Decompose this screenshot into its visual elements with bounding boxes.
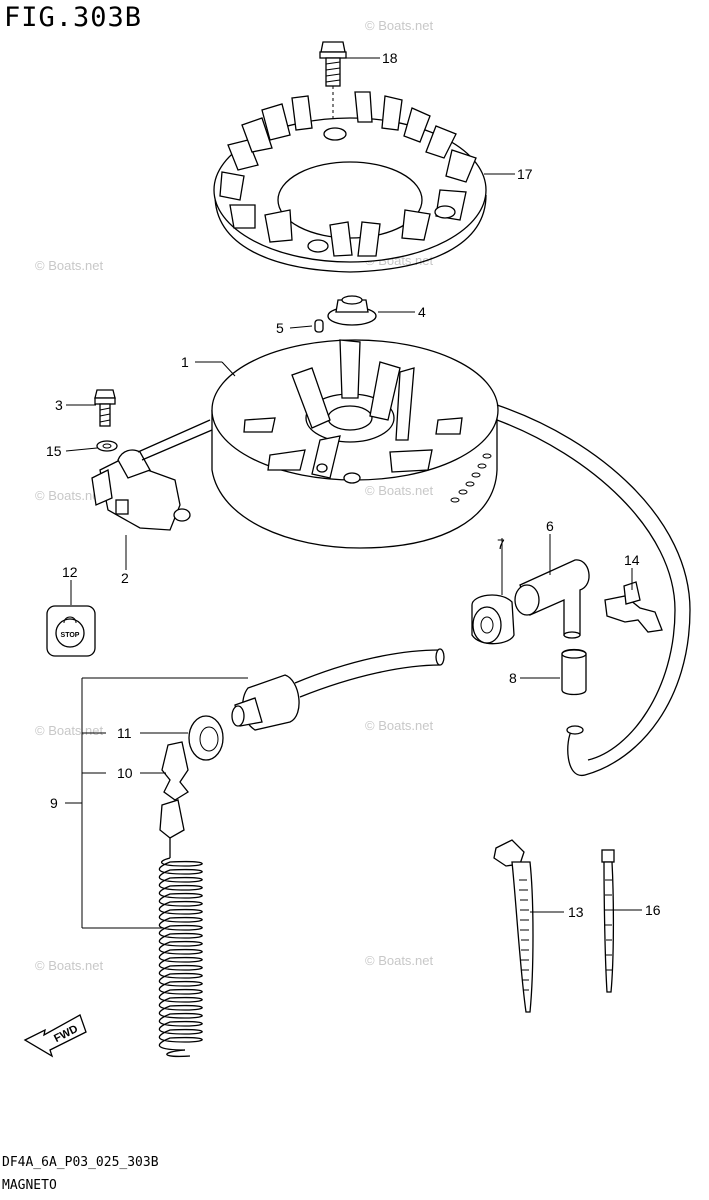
callout-14[interactable]: 14 — [624, 552, 640, 568]
part-5-key[interactable] — [314, 319, 324, 333]
part-2-ignition-coil[interactable] — [91, 419, 213, 531]
callout-13[interactable]: 13 — [568, 904, 584, 920]
callout-1[interactable]: 1 — [181, 354, 189, 370]
figure-title: FIG.303B — [4, 2, 143, 33]
leader-lines — [65, 57, 642, 929]
stator-wire — [496, 404, 691, 776]
stop-text: STOP — [61, 632, 80, 639]
part-17-flywheel[interactable] — [213, 91, 487, 273]
callout-11[interactable]: 11 — [117, 725, 132, 741]
callout-17[interactable]: 17 — [517, 166, 533, 182]
part-12-stop-sticker[interactable]: STOP — [46, 605, 96, 657]
watermark: © Boats.net — [365, 718, 434, 733]
part-18-bolt[interactable] — [319, 41, 347, 126]
callout-4[interactable]: 4 — [418, 304, 426, 320]
watermark: © Boats.net — [35, 723, 104, 738]
part-14-clip[interactable] — [604, 581, 663, 633]
callout-7[interactable]: 7 — [497, 536, 505, 552]
callout-6[interactable]: 6 — [546, 518, 554, 534]
part-16-cable-tie[interactable] — [601, 849, 615, 993]
watermark: © Boats.net — [365, 18, 434, 33]
watermarks: © Boats.net © Boats.net © Boats.net © Bo… — [35, 18, 434, 973]
watermark: © Boats.net — [35, 958, 104, 973]
part-6-cap[interactable] — [514, 559, 590, 639]
callout-10[interactable]: 10 — [117, 765, 133, 781]
part-10-lanyard-clip[interactable] — [159, 741, 189, 839]
callout-18[interactable]: 18 — [382, 50, 398, 66]
watermark: © Boats.net — [35, 258, 104, 273]
callout-5[interactable]: 5 — [276, 320, 284, 336]
part-8-tube[interactable] — [561, 648, 587, 696]
callout-9[interactable]: 9 — [50, 795, 58, 811]
part-3-bolt[interactable] — [94, 389, 116, 427]
callout-16[interactable]: 16 — [645, 902, 661, 918]
part-1-stator[interactable] — [211, 339, 499, 549]
callout-2[interactable]: 2 — [121, 570, 129, 586]
part-7-grommet[interactable] — [471, 594, 515, 645]
watermark: © Boats.net — [35, 488, 104, 503]
callout-15[interactable]: 15 — [46, 443, 62, 459]
watermark: © Boats.net — [365, 953, 434, 968]
callout-8[interactable]: 8 — [509, 670, 517, 686]
figure-code: DF4A_6A_P03_025_303B — [2, 1155, 159, 1170]
callout-3[interactable]: 3 — [55, 397, 63, 413]
figure-subtitle: MAGNETO — [2, 1178, 57, 1193]
part-4-nut[interactable] — [327, 295, 377, 326]
callouts: 18 17 4 5 1 3 15 2 12 7 6 14 8 11 10 9 1… — [46, 50, 661, 920]
part-11-nut[interactable] — [188, 715, 224, 761]
stop-switch[interactable] — [231, 648, 445, 731]
part-9-lanyard[interactable] — [158, 838, 203, 1058]
part-15-washer[interactable] — [96, 440, 118, 452]
watermark: © Boats.net — [365, 483, 434, 498]
part-13-cable-tie[interactable] — [493, 839, 534, 1013]
fwd-arrow: FWD — [23, 1014, 87, 1058]
callout-12[interactable]: 12 — [62, 564, 78, 580]
